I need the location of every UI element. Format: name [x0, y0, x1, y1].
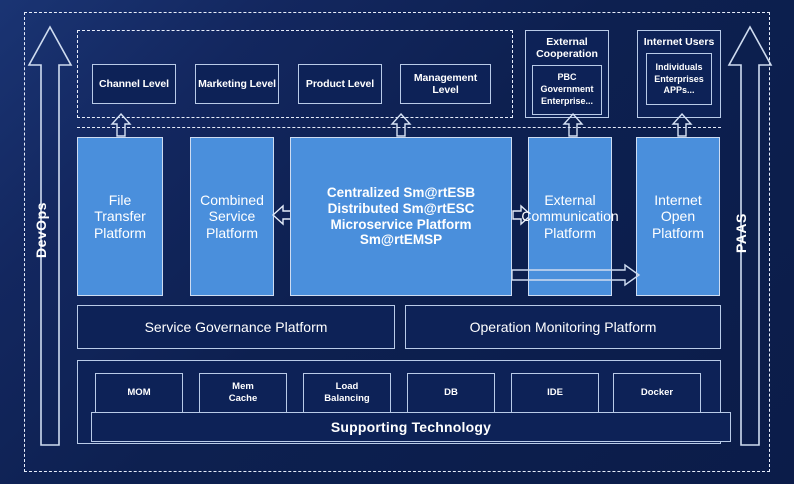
- management-box-operation-monitoring[interactable]: Operation Monitoring Platform: [405, 305, 721, 349]
- external-cooperation-body-line-1: PBC Government: [540, 72, 594, 94]
- management-box-service-governance[interactable]: Service Governance Platform: [77, 305, 395, 349]
- level-box-management[interactable]: Management Level: [400, 64, 491, 104]
- internet-users-body-line-3: APPs...: [663, 85, 695, 96]
- internet-users-body-box: Individuals Enterprises APPs...: [646, 53, 712, 106]
- level-box-marketing[interactable]: Marketing Level: [195, 64, 279, 104]
- arrow-esb-up-icon: [390, 112, 412, 142]
- platform-box-esb[interactable]: Centralized Sm@rtESB Distributed Sm@rtES…: [290, 137, 512, 296]
- paas-arrow-icon: [726, 24, 774, 448]
- platform-label-combined-service-line-1: Combined: [200, 191, 264, 208]
- level-label-channel: Channel Level: [99, 77, 169, 90]
- external-cooperation-body-box: PBC Government Enterprise...: [532, 64, 602, 115]
- tech-label-ide: IDE: [547, 387, 563, 399]
- arrow-esb-to-internet-open-icon: [511, 263, 641, 294]
- level-label-product: Product Level: [305, 77, 375, 90]
- platform-label-file-transfer-line-3: Platform: [93, 224, 147, 241]
- platform-label-external-comm-line-1: External: [544, 191, 596, 208]
- platform-box-internet-open[interactable]: Internet Open Platform: [636, 137, 720, 296]
- platform-label-esb-line-3: Microservice Platform Sm@rtEMSP: [330, 216, 472, 248]
- internet-users-body-line-1: Individuals: [655, 61, 703, 72]
- external-cooperation-header-line-2: Cooperation: [536, 48, 598, 61]
- internet-users-body-line-2: Enterprises: [654, 73, 704, 84]
- supporting-technology-banner[interactable]: Supporting Technology: [91, 412, 731, 442]
- level-label-marketing: Marketing Level: [198, 77, 276, 90]
- tech-label-mem-cache-line-1: Mem: [232, 381, 254, 393]
- arrow-esb-to-combined-left-icon: [271, 203, 292, 232]
- tech-label-load-balancing-line-1: Load: [335, 381, 359, 393]
- platform-label-internet-open-line-1: Internet: [654, 191, 702, 208]
- level-label-management: Management Level: [413, 71, 478, 96]
- platform-layer-divider: [77, 127, 721, 128]
- tech-label-load-balancing-line-2: Balancing: [324, 393, 370, 404]
- tech-box-mem-cache[interactable]: Mem Cache: [199, 373, 287, 413]
- tech-box-db[interactable]: DB: [407, 373, 495, 413]
- tech-label-mom: MOM: [127, 387, 151, 399]
- management-label-service-governance: Service Governance Platform: [144, 318, 328, 335]
- tech-box-docker[interactable]: Docker: [613, 373, 701, 413]
- platform-label-file-transfer-line-2: Transfer: [94, 208, 146, 225]
- tech-label-db: DB: [444, 387, 458, 399]
- arrow-esb-to-external-comm-right-icon: [512, 203, 533, 232]
- platform-label-internet-open-line-3: Platform: [651, 224, 705, 241]
- platform-label-combined-service-line-3: Platform: [205, 224, 259, 241]
- internet-users-group[interactable]: Internet Users Individuals Enterprises A…: [637, 30, 721, 118]
- tech-label-docker: Docker: [640, 387, 674, 399]
- level-box-channel[interactable]: Channel Level: [92, 64, 176, 104]
- tech-label-mem-cache-line-2: Cache: [228, 393, 258, 404]
- paas-label: PAAS: [733, 213, 749, 253]
- management-label-operation-monitoring: Operation Monitoring Platform: [469, 318, 657, 335]
- external-cooperation-header-line-1: External: [546, 36, 588, 48]
- level-box-product[interactable]: Product Level: [298, 64, 382, 104]
- platform-box-file-transfer[interactable]: File Transfer Platform: [77, 137, 163, 296]
- supporting-technology-label: Supporting Technology: [330, 418, 492, 435]
- external-cooperation-body-line-2: Enterprise...: [540, 95, 594, 106]
- platform-label-esb-line-2: Distributed Sm@rtESC: [327, 200, 475, 216]
- platform-label-internet-open-line-2: Open: [660, 208, 696, 225]
- tech-box-ide[interactable]: IDE: [511, 373, 599, 413]
- diagram-outer-boundary: [24, 12, 770, 472]
- arrow-external-comm-up-icon: [562, 112, 584, 142]
- tech-box-mom[interactable]: MOM: [95, 373, 183, 413]
- application-layer-container: [77, 30, 513, 118]
- platform-label-esb-line-1: Centralized Sm@rtESB: [326, 184, 476, 200]
- arrow-internet-open-up-icon: [671, 112, 693, 142]
- platform-label-combined-service-line-2: Service: [208, 208, 256, 225]
- external-cooperation-group[interactable]: External Cooperation PBC Government Ente…: [525, 30, 609, 118]
- platform-label-external-comm-line-2: Communication: [521, 208, 619, 225]
- devops-label: DevOps: [33, 202, 49, 258]
- arrow-file-transfer-up-icon: [110, 112, 132, 142]
- internet-users-header: Internet Users: [643, 36, 715, 48]
- devops-arrow-icon: [26, 24, 74, 448]
- platform-box-combined-service[interactable]: Combined Service Platform: [190, 137, 274, 296]
- tech-box-load-balancing[interactable]: Load Balancing: [303, 373, 391, 413]
- platform-label-external-comm-line-3: Platform: [543, 224, 597, 241]
- platform-label-file-transfer-line-1: File: [108, 191, 132, 208]
